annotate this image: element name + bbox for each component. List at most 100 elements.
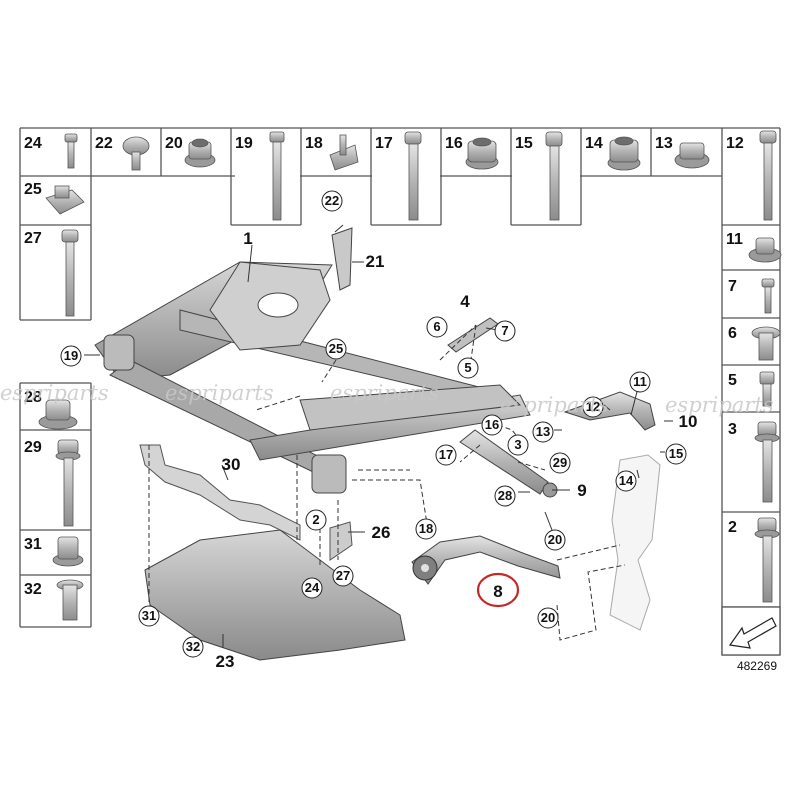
hardware-icons (38, 130, 782, 621)
callout-labels: 22 1 21 4 6 7 5 25 19 30 2 26 24 27 31 3… (64, 193, 698, 671)
callout-circle (182, 636, 204, 658)
callout-label: 1 (243, 229, 252, 248)
control-arm-8 (411, 535, 561, 585)
watermark-text: espriparts (330, 381, 439, 405)
callout-circle (494, 485, 516, 507)
grid-label: 29 (24, 439, 42, 456)
callout-circle (665, 443, 687, 465)
callout-circle (321, 190, 343, 212)
watermark-text: espriparts (665, 393, 774, 417)
flange-nut-icon (674, 142, 710, 169)
grid-labels: 24 22 20 19 18 17 16 15 14 13 12 25 27 2… (24, 135, 744, 598)
watermark-text: espriparts (500, 393, 609, 417)
long-bolt-icon (404, 131, 422, 221)
callout-label: 3 (514, 437, 521, 452)
flange-nut-icon (52, 536, 84, 567)
grid-label: 12 (726, 135, 744, 152)
direction-box (721, 606, 781, 656)
watermark-text: espriparts (0, 381, 109, 405)
callout-label: 14 (619, 473, 634, 488)
grid-label: 17 (375, 135, 393, 152)
callout-circle (305, 509, 327, 531)
callout-label: 22 (325, 193, 339, 208)
callout-label: 31 (142, 608, 156, 623)
callout-label: 7 (501, 323, 508, 338)
grid-label: 16 (445, 135, 463, 152)
callout-label: 28 (498, 488, 512, 503)
grid-label: 15 (515, 135, 533, 152)
grid-label: 22 (95, 135, 113, 152)
bushing-8-bore (421, 564, 429, 572)
bushing-icon (751, 326, 781, 361)
callout-label: 18 (419, 521, 433, 536)
grid-label: 31 (24, 536, 42, 553)
grid-label: 28 (24, 389, 42, 406)
bolt-icon (761, 278, 775, 314)
callout-circle (481, 414, 503, 436)
callout-label: 6 (433, 319, 440, 334)
diagram-number: 482269 (737, 659, 777, 673)
watermark-text: espriparts (165, 381, 274, 405)
nut-insert-icon (56, 579, 84, 621)
callout-label: 9 (577, 481, 586, 500)
callout-label: 27 (336, 568, 350, 583)
hex-nut-icon (607, 136, 641, 171)
callout-circle (457, 357, 479, 379)
torx-bolt-icon (545, 131, 563, 221)
long-bolt-icon (269, 131, 285, 221)
callout-circle (507, 434, 529, 456)
long-bolt-icon (61, 229, 79, 317)
grid-label: 11 (726, 231, 743, 248)
callout-circle (426, 316, 448, 338)
bracket-26 (329, 521, 353, 561)
callout-label: 29 (553, 455, 567, 470)
flange-nut-icon (748, 237, 782, 263)
callout-label: 17 (439, 447, 453, 462)
bolt-icon (754, 517, 780, 603)
bracket-clip-icon (329, 134, 359, 171)
callout-label: 21 (366, 252, 385, 271)
grid-label: 32 (24, 581, 42, 598)
highlighted-part-label: 8 (493, 582, 502, 601)
callout-circle (544, 529, 566, 551)
bolt-icon (64, 133, 78, 169)
wishbone-arm (563, 391, 656, 431)
callout-label: 23 (216, 652, 235, 671)
watermark: espriparts espriparts espriparts espripa… (0, 381, 774, 417)
callout-label: 32 (186, 639, 200, 654)
callout-label: 26 (372, 523, 391, 542)
callout-label: 11 (633, 374, 647, 389)
long-bolt-icon (759, 130, 777, 221)
callouts (60, 190, 687, 658)
highlight-ring (476, 572, 520, 608)
callout-label: 10 (679, 412, 698, 431)
callout-circle (537, 607, 559, 629)
underbody-shield (144, 529, 406, 661)
callout-label: 4 (460, 292, 470, 311)
grid-label: 14 (585, 135, 603, 152)
callout-label: 20 (548, 532, 562, 547)
callout-label: 20 (541, 610, 555, 625)
callout-circle (582, 396, 604, 418)
bolt-icon (759, 371, 775, 407)
grid-label: 24 (24, 135, 42, 152)
grid-label: 5 (728, 372, 737, 389)
callout-label: 30 (222, 455, 241, 474)
grid-label: 3 (728, 421, 737, 438)
tension-strut (459, 429, 549, 495)
rivet-icon (122, 136, 150, 171)
callout-label: 2 (312, 512, 319, 527)
long-bolt-icon (55, 439, 81, 527)
callout-circle (629, 371, 651, 393)
callout-label: 5 (464, 360, 471, 375)
grid-label: 18 (305, 135, 323, 152)
grid-label: 6 (728, 325, 737, 342)
bolt-icon (754, 421, 780, 503)
grid-label: 19 (235, 135, 253, 152)
callout-circle (332, 565, 354, 587)
direction-arrow-icon (728, 617, 777, 649)
grid-label: 13 (655, 135, 673, 152)
callout-circle (549, 452, 571, 474)
callout-label: 12 (586, 399, 600, 414)
